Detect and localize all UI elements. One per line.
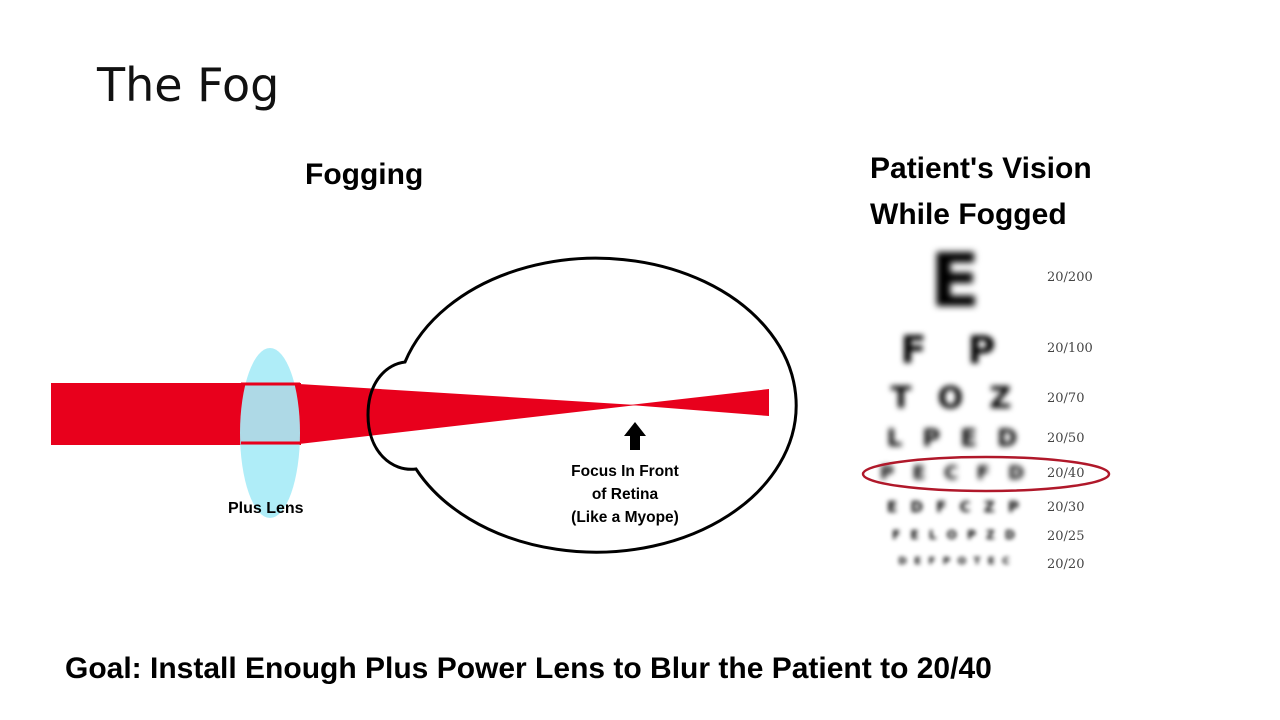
chart-row: E 20/200: [870, 238, 1130, 324]
focus-label-line: (Like a Myope): [571, 509, 679, 526]
eyeball-outline: [366, 256, 798, 554]
acuity-label: 20/25: [1047, 529, 1085, 544]
eye-chart-heading: Patient's Vision While Fogged: [870, 146, 1092, 238]
chart-letters: D E F P O T E C: [898, 556, 1012, 567]
chart-letters: P E C F D: [879, 462, 1031, 484]
chart-letters: F E L O P Z D: [892, 528, 1018, 542]
highlight-ellipse: [861, 455, 1111, 493]
chart-row: D E F P O T E C 20/20: [870, 555, 1130, 595]
acuity-label: 20/200: [1047, 270, 1093, 285]
eye-chart-heading-line: Patient's Vision: [870, 152, 1092, 185]
acuity-label: 20/100: [1047, 341, 1093, 356]
focus-label: Focus In Front of Retina (Like a Myope): [545, 460, 705, 529]
chart-letters: F P: [900, 328, 1010, 372]
goal-statement: Goal: Install Enough Plus Power Lens to …: [65, 652, 992, 685]
converging-light-beam: [299, 384, 637, 444]
chart-row: E D F C Z P 20/30: [870, 497, 1130, 537]
acuity-label: 20/30: [1047, 500, 1085, 515]
plus-lens-label: Plus Lens: [228, 500, 304, 517]
acuity-label: 20/40: [1047, 466, 1085, 481]
focus-label-line: of Retina: [591, 486, 659, 503]
acuity-label: 20/20: [1047, 557, 1085, 572]
chart-letters: E D F C Z P: [887, 498, 1023, 516]
diagram-heading: Fogging: [305, 158, 424, 191]
chart-letters: T O Z: [890, 381, 1020, 416]
chart-row: F P 20/100: [870, 328, 1130, 372]
focus-arrow-icon: [624, 422, 646, 450]
chart-letters: L P E D: [886, 424, 1024, 452]
acuity-label: 20/70: [1047, 391, 1085, 406]
chart-row: F E L O P Z D 20/25: [870, 527, 1130, 567]
chart-letters: E: [929, 238, 981, 324]
slide-title: The Fog: [97, 58, 280, 112]
snellen-eye-chart: E 20/200 F P 20/100 T O Z 20/70 L P E D …: [861, 238, 1130, 578]
eye-chart-heading-line: While Fogged: [870, 198, 1067, 231]
chart-row: L P E D 20/50: [870, 424, 1130, 464]
diverging-light-beam: [630, 389, 769, 416]
focus-label-line: Focus In Front: [571, 463, 679, 480]
plus-lens: [240, 348, 300, 518]
acuity-label: 20/50: [1047, 431, 1085, 446]
chart-row: P E C F D 20/40: [870, 461, 1130, 501]
chart-row: T O Z 20/70: [870, 381, 1130, 421]
